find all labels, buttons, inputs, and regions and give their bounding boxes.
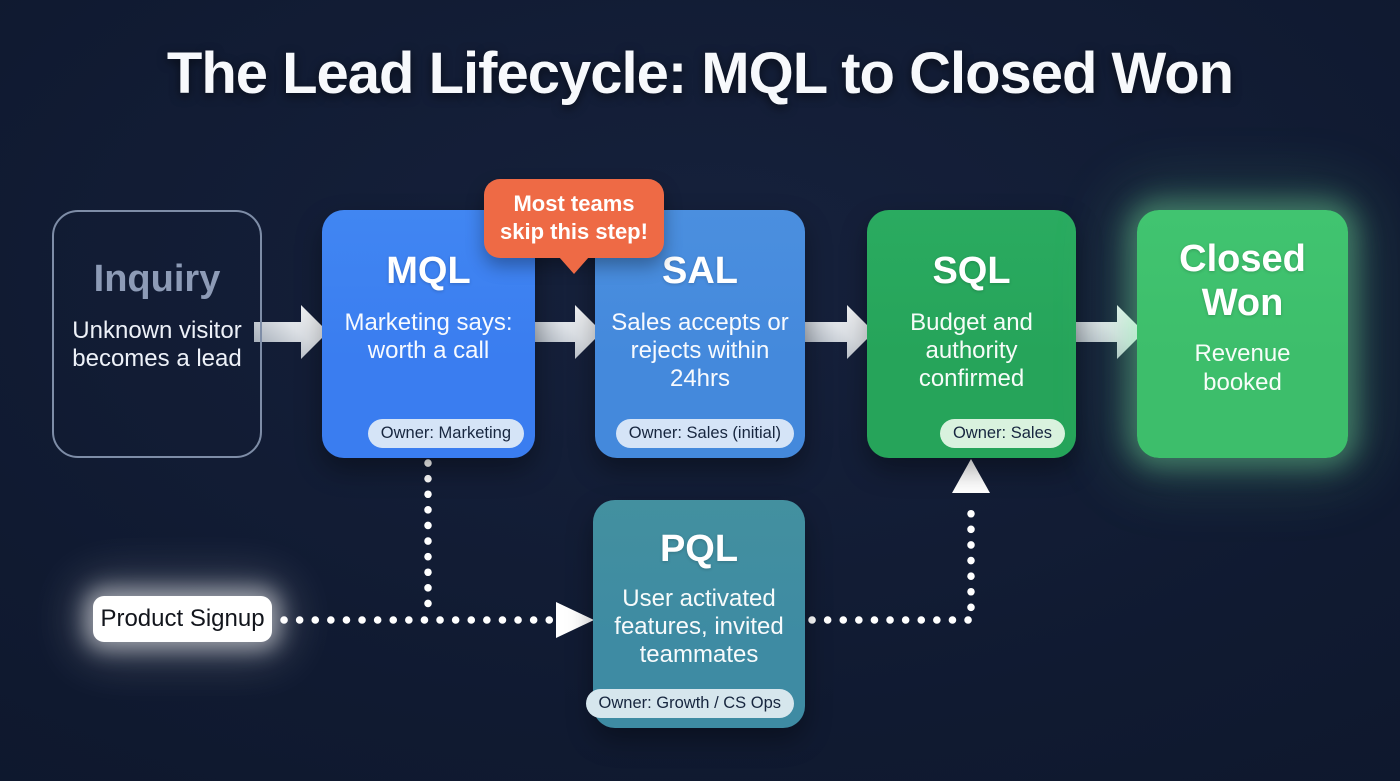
stage-description-inquiry: Unknown visitor becomes a lead: [72, 316, 242, 372]
stage-card-inquiry: Inquiry Unknown visitor becomes a lead: [52, 210, 262, 458]
stage-card-sql: SQL Budget and authority confirmed Owner…: [867, 210, 1076, 458]
arrow-inquiry-to-mql: [254, 305, 328, 359]
stage-description-closed-won: Revenue booked: [1194, 340, 1291, 396]
stage-card-mql: MQL Marketing says: worth a call Owner: …: [322, 210, 535, 458]
arrow-sal-to-sql: [798, 305, 874, 359]
stage-card-pql: PQL User activated features, invited tea…: [585, 500, 805, 728]
stage-description-mql: Marketing says: worth a call: [344, 308, 513, 364]
arrow-mql-to-sal: [528, 305, 602, 359]
page-title: The Lead Lifecycle: MQL to Closed Won: [166, 41, 1234, 106]
arrowhead-into-sql: [952, 459, 990, 493]
callout-line2: skip this step!: [500, 219, 648, 245]
owner-badge-sql: Owner: Sales: [939, 419, 1065, 448]
arrow-sql-to-closedwon: [1068, 305, 1144, 359]
stage-title-pql: PQL: [659, 528, 739, 570]
stage-title-mql: MQL: [386, 250, 471, 292]
product-signup-pill: Product Signup: [93, 596, 272, 642]
owner-badge-mql: Owner: Marketing: [367, 419, 524, 448]
stage-title-inquiry: Inquiry: [93, 258, 221, 300]
callout-skip-step: Most teams skip this step!: [484, 179, 664, 259]
stage-title-sal: SAL: [662, 250, 738, 292]
stage-description-sal: Sales accepts or rejects within 24hrs: [611, 308, 789, 393]
stage-title-sql: SQL: [932, 250, 1011, 292]
owner-badge-pql: Owner: Growth / CS Ops: [585, 689, 794, 718]
stage-card-closed-won: Closed Won Revenue booked: [1137, 210, 1348, 458]
arrowhead-into-pql: [556, 602, 594, 638]
owner-badge-sal: Owner: Sales (initial): [615, 419, 794, 448]
stage-description-sql: Budget and authority confirmed: [910, 308, 1033, 393]
product-signup-label: Product Signup: [100, 605, 265, 632]
stage-description-pql: User activated features, invited teammat…: [614, 584, 784, 669]
stage-title-closed-won: Closed Won: [1179, 238, 1306, 324]
callout-line1: Most teams: [513, 191, 635, 216]
dotted-pql-to-sql-connector: [808, 499, 975, 624]
